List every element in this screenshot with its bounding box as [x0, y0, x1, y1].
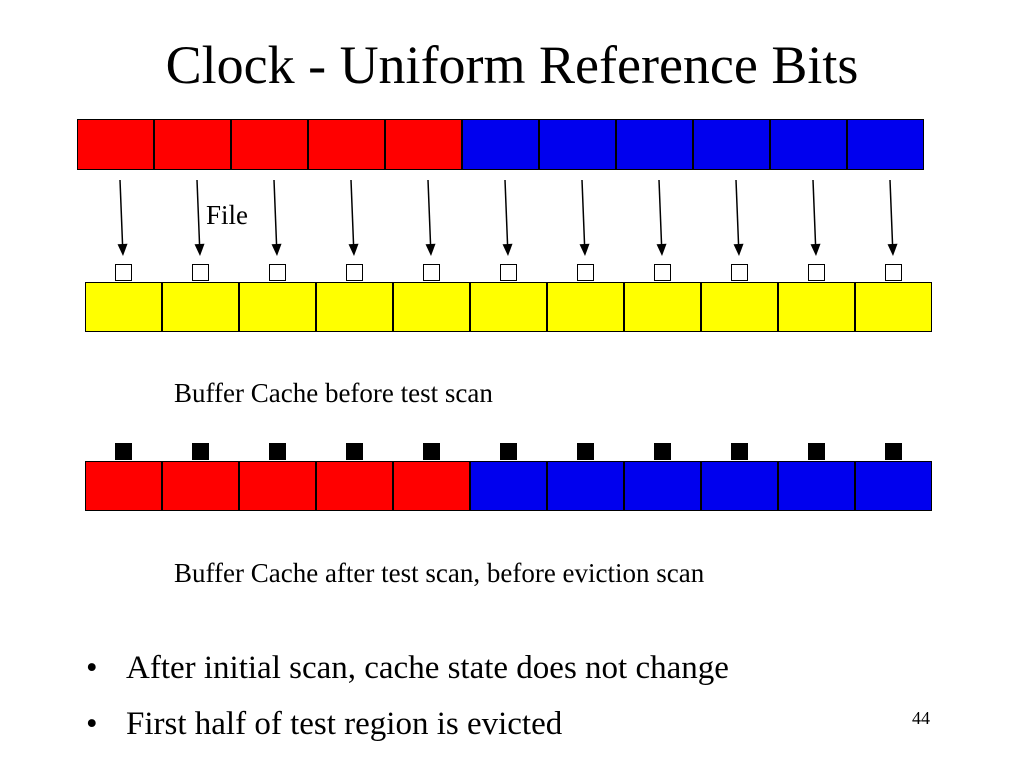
file-block [539, 119, 616, 170]
cache-block [624, 461, 701, 511]
cache-block [701, 282, 778, 332]
reference-bits-after [85, 443, 932, 461]
mapping-arrow [733, 179, 744, 256]
file-label: File [206, 200, 249, 230]
cache-block [162, 282, 239, 332]
cache-block [85, 461, 162, 511]
reference-bit [423, 443, 440, 460]
buffer-cache-after [85, 461, 932, 511]
reference-bit [577, 443, 594, 460]
file-block [462, 119, 539, 170]
reference-bit [115, 264, 132, 281]
caption-before-test-scan: Buffer Cache before test scan [174, 378, 493, 408]
reference-bit [269, 443, 286, 460]
file-block [693, 119, 770, 170]
cache-block [85, 282, 162, 332]
mapping-arrow [271, 179, 282, 256]
mapping-arrow [579, 179, 590, 256]
mapping-arrow [194, 179, 205, 256]
reference-bit [192, 264, 209, 281]
bullet-list: • After initial scan, cache state does no… [86, 640, 729, 752]
buffer-cache-before [85, 282, 932, 332]
page-number: 44 [912, 708, 930, 728]
cache-block [393, 461, 470, 511]
cache-block [470, 282, 547, 332]
reference-bit [346, 264, 363, 281]
file-block [847, 119, 924, 170]
bullet-dot: • [86, 650, 98, 686]
cache-block [778, 282, 855, 332]
file-block [308, 119, 385, 170]
bullet-text: First half of test region is evicted [126, 706, 563, 742]
reference-bit [269, 264, 286, 281]
cache-block [316, 461, 393, 511]
reference-bit [808, 443, 825, 460]
reference-bit [885, 264, 902, 281]
bullet-dot: • [86, 706, 98, 742]
cache-block [239, 461, 316, 511]
cache-block [316, 282, 393, 332]
cache-block [393, 282, 470, 332]
cache-block [162, 461, 239, 511]
cache-block [778, 461, 855, 511]
cache-block [547, 282, 624, 332]
cache-block [855, 282, 932, 332]
reference-bit [731, 443, 748, 460]
cache-block [239, 282, 316, 332]
mapping-arrow [810, 179, 821, 256]
cache-block [701, 461, 778, 511]
bullet-text: After initial scan, cache state does not… [126, 650, 729, 686]
file-block [770, 119, 847, 170]
reference-bit [192, 443, 209, 460]
reference-bit [500, 443, 517, 460]
mapping-arrow [656, 179, 667, 256]
caption-after-test-scan: Buffer Cache after test scan, before evi… [174, 558, 705, 588]
file-block [77, 119, 154, 170]
file-block [616, 119, 693, 170]
reference-bit [654, 264, 671, 281]
reference-bits-before [85, 264, 932, 282]
cache-block [855, 461, 932, 511]
mapping-arrow [425, 179, 436, 256]
cache-block [547, 461, 624, 511]
bullet-item: • After initial scan, cache state does no… [86, 640, 729, 696]
reference-bit [346, 443, 363, 460]
mapping-arrow [117, 179, 128, 256]
cache-block [470, 461, 547, 511]
file-block [385, 119, 462, 170]
slide-title: Clock - Uniform Reference Bits [165, 35, 859, 95]
file-block [231, 119, 308, 170]
file-blocks-row [77, 119, 924, 170]
file-block [154, 119, 231, 170]
reference-bit [885, 443, 902, 460]
reference-bit [654, 443, 671, 460]
reference-bit [423, 264, 440, 281]
reference-bit [577, 264, 594, 281]
mapping-arrow [887, 179, 898, 256]
mapping-arrow [348, 179, 359, 256]
reference-bit [500, 264, 517, 281]
cache-block [624, 282, 701, 332]
reference-bit [115, 443, 132, 460]
bullet-item: • First half of test region is evicted [86, 696, 729, 752]
reference-bit [731, 264, 748, 281]
reference-bit [808, 264, 825, 281]
mapping-arrow [502, 179, 513, 256]
